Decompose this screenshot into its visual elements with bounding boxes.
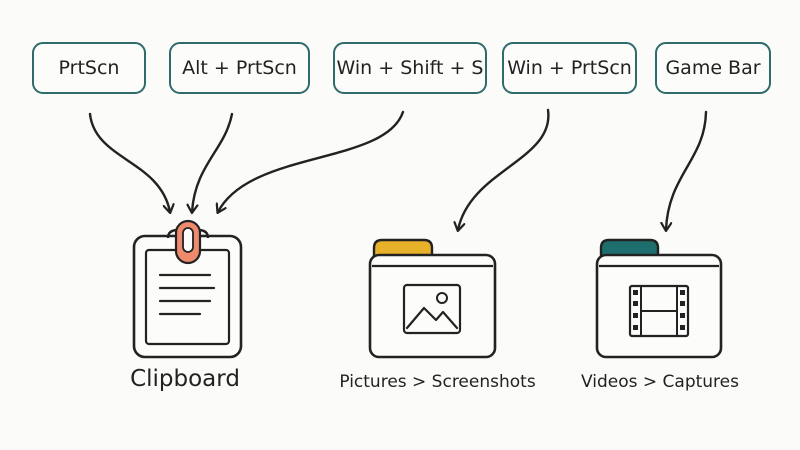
videos-captures-label: Videos > Captures	[581, 372, 739, 392]
key-alt-prtscn: Alt + PrtScn	[169, 42, 310, 94]
key-win-prtscn: Win + PrtScn	[502, 42, 637, 94]
arrow-win-shift-s-to-clipboard	[218, 110, 405, 212]
key-game-bar: Game Bar	[655, 42, 771, 94]
arrow-win-prtscn-to-pictures	[458, 108, 550, 230]
clipboard-icon	[132, 219, 243, 359]
key-win-shift-s: Win + Shift + S	[333, 42, 487, 94]
key-prtscn: PrtScn	[32, 42, 146, 94]
clipboard-label: Clipboard	[130, 366, 240, 392]
arrow-alt-prtscn-to-clipboard	[192, 112, 234, 212]
arrow-prtscn-to-clipboard	[88, 112, 170, 212]
pictures-screenshots-label: Pictures > Screenshots	[339, 372, 536, 392]
image-folder-icon	[368, 238, 497, 359]
arrow-game-bar-to-videos	[666, 110, 708, 230]
film-folder-icon	[595, 238, 723, 359]
